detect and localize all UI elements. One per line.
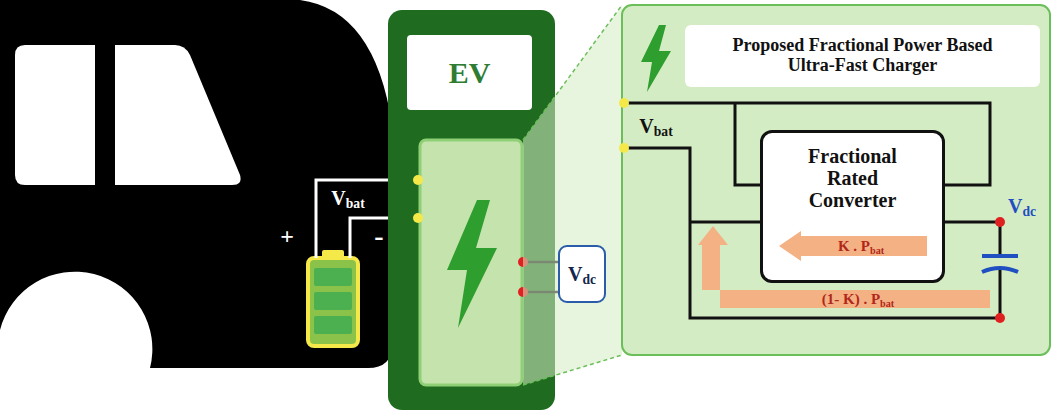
terminal-dot [995, 313, 1005, 323]
wire [690, 221, 760, 224]
capacitor-plate [982, 254, 1018, 258]
dc-source-box-text: Vdc [568, 263, 596, 285]
power-arrow-text: K . Pbat [838, 238, 884, 255]
ev-box: EV [407, 35, 532, 110]
wire [945, 222, 1000, 256]
battery [308, 258, 358, 346]
wire [735, 103, 760, 185]
power-label: (1- K) . Pbat [822, 291, 894, 308]
car-window [115, 45, 241, 185]
zoom-shade [523, 5, 622, 385]
charger-box [420, 140, 522, 385]
title-box: Proposed Fractional Power Based Ultra-Fa… [685, 25, 1040, 87]
capacitor-plate [982, 268, 1018, 272]
detail-panel [622, 5, 1050, 355]
terminal-dot [619, 143, 629, 153]
converter-box-text: Fractional Rated Converter [788, 145, 918, 211]
dc-source-box: Vdc [558, 245, 606, 303]
battery-cell [314, 292, 352, 310]
zoom-line [523, 355, 622, 385]
converter-box: Fractional Rated Converter K . Pbat [760, 130, 945, 283]
polarity-sign: + [280, 223, 294, 249]
ev-box-text: EV [449, 56, 491, 89]
terminal-dot [995, 217, 1005, 227]
lightning-icon [447, 200, 497, 328]
arrow-shape [779, 231, 927, 261]
voltage-label: Vbat [639, 115, 672, 137]
terminal-dot [413, 213, 423, 223]
terminal-dot [619, 98, 629, 108]
car-body [0, 0, 392, 368]
battery-cell [314, 268, 352, 286]
car-window [15, 45, 95, 185]
lightning-icon [641, 25, 671, 92]
terminal-dot [413, 175, 423, 185]
power-arrow: K . Pbat [779, 231, 927, 261]
zoom-line [523, 5, 622, 140]
voltage-label: Vbat [331, 187, 364, 209]
wire [999, 270, 1002, 318]
voltage-label: Vdc [1008, 195, 1036, 217]
title-box-text: Proposed Fractional Power Based Ultra-Fa… [728, 36, 998, 76]
car-wheel [15, 328, 135, 417]
polarity-sign: - [374, 221, 383, 252]
battery-cell [314, 316, 352, 334]
